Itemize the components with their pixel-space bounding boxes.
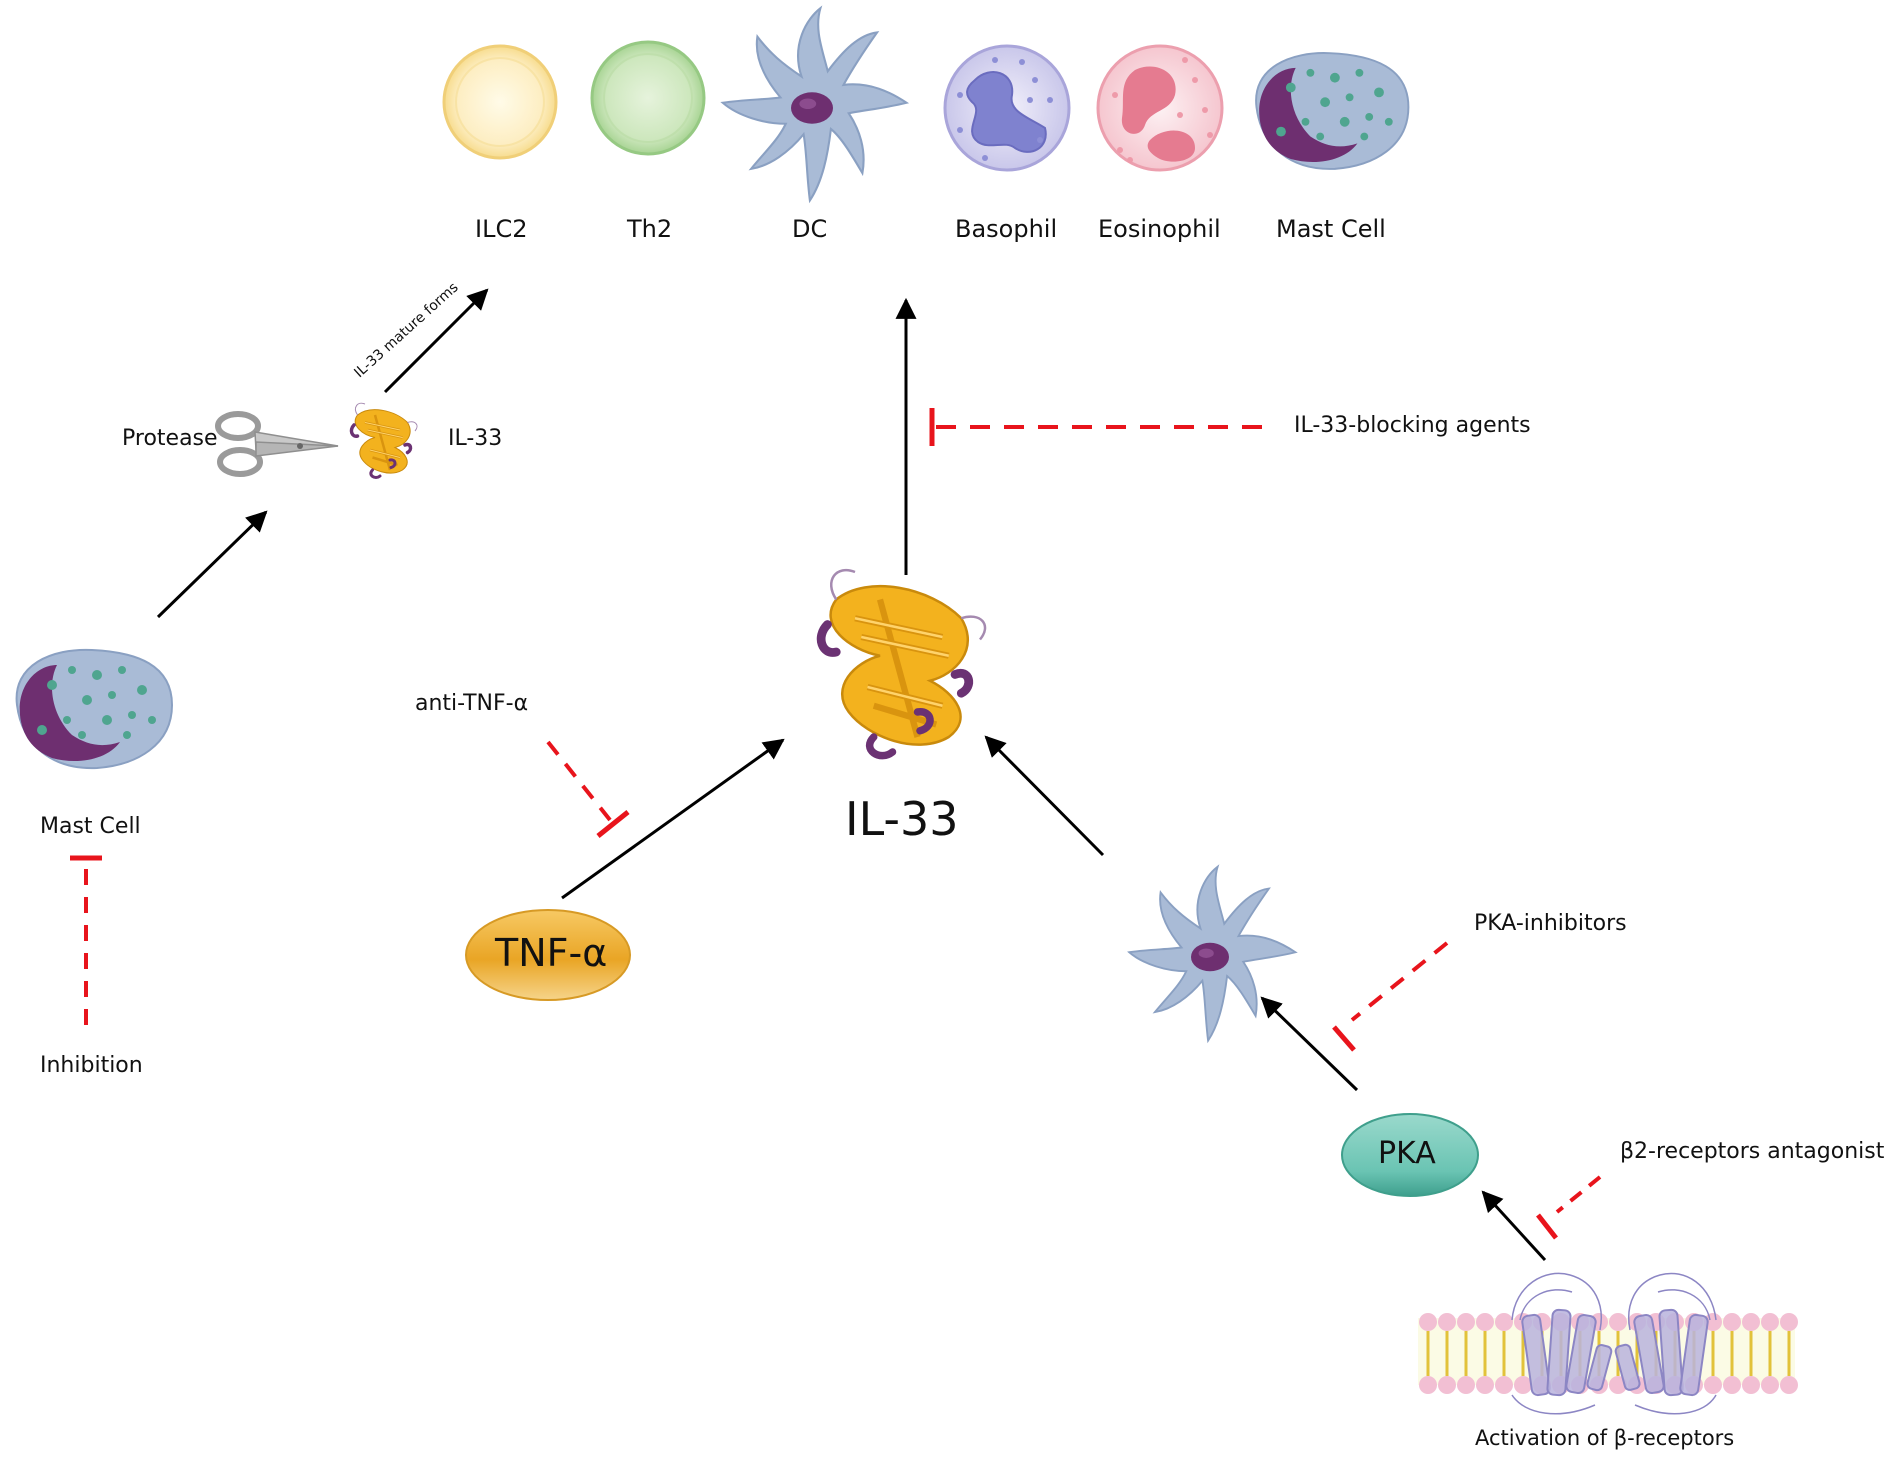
- label-th2: Th2: [627, 215, 673, 243]
- il33-small-protein-icon: [349, 401, 419, 480]
- anti-tnf-tbar: [596, 810, 630, 838]
- basophil-cell-icon: [943, 44, 1071, 172]
- label-pka-inhibitors: PKA-inhibitors: [1474, 911, 1627, 936]
- label-pka: PKA: [1378, 1136, 1436, 1171]
- mast-cell-left-icon: [15, 648, 173, 770]
- b2-antagonist-tbar: [1536, 1213, 1558, 1240]
- label-il33-small: IL-33: [448, 426, 503, 451]
- mature-forms-arrow: [383, 288, 489, 394]
- th2-cell-icon: [590, 40, 706, 156]
- label-activation-beta-receptors: Activation of β-receptors: [1475, 1426, 1735, 1450]
- label-tnf-alpha: TNF-α: [495, 931, 608, 975]
- pka-inhibitors-dashed: [1350, 941, 1449, 1022]
- label-b2-antagonist: β2-receptors antagonist: [1620, 1139, 1884, 1164]
- label-mast-cell-top: Mast Cell: [1276, 215, 1386, 243]
- scissors-icon: [215, 411, 339, 477]
- label-il33-main: IL-33: [845, 792, 959, 846]
- tnf-to-il33-arrow: [561, 738, 785, 900]
- label-protease: Protease: [122, 426, 218, 451]
- mast-cell-top-icon: [1255, 52, 1410, 170]
- dendritic-cell-right-icon: [1128, 865, 1297, 1042]
- pka-inhibitors-tbar: [1332, 1025, 1356, 1052]
- label-inhibition: Inhibition: [40, 1053, 143, 1078]
- eosinophil-cell-icon: [1096, 44, 1224, 172]
- tnf-alpha-pill: [465, 909, 631, 1001]
- beta-receptor-membrane-icon: [1418, 1272, 1798, 1415]
- label-dc: DC: [792, 215, 828, 243]
- receptor-to-pka-arrow: [1481, 1190, 1547, 1262]
- mast-to-protease-arrow: [156, 510, 268, 619]
- dendritic-cell-icon: [721, 7, 908, 202]
- anti-tnf-dashed: [546, 740, 612, 822]
- label-il33-blocking-agents: IL-33-blocking agents: [1294, 413, 1531, 438]
- label-basophil: Basophil: [955, 215, 1058, 243]
- label-ilc2: ILC2: [475, 215, 528, 243]
- ilc2-cell-icon: [442, 44, 558, 160]
- il33-main-protein-icon: [821, 570, 985, 756]
- dc-to-il33-arrow: [984, 735, 1105, 857]
- label-eosinophil: Eosinophil: [1098, 215, 1221, 243]
- pka-to-dc-arrow: [1260, 996, 1359, 1092]
- pka-pill: [1341, 1113, 1479, 1197]
- label-anti-tnf: anti-TNF-α: [415, 691, 529, 716]
- label-mast-cell-left: Mast Cell: [40, 814, 141, 839]
- b2-antagonist-dashed: [1555, 1175, 1602, 1214]
